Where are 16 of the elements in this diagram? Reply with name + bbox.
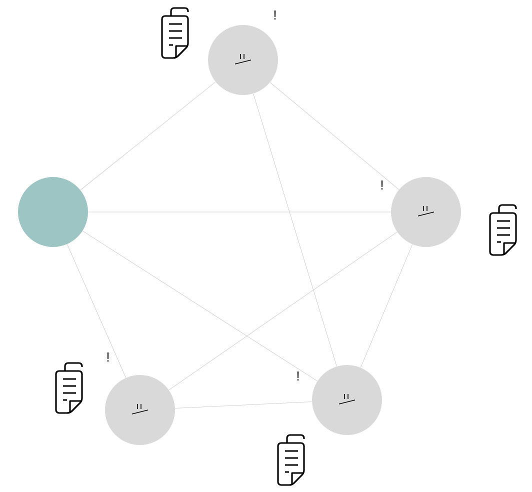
connector-line	[253, 93, 337, 367]
connector-line	[168, 232, 398, 390]
circle-node	[105, 375, 175, 445]
connector-line	[80, 82, 216, 190]
connector-line	[82, 230, 318, 382]
connector-line	[360, 244, 413, 368]
exclamation-mark: !	[107, 352, 109, 362]
circle-node	[312, 365, 382, 435]
circle-node	[18, 177, 88, 247]
circle-node	[391, 177, 461, 247]
connector-line	[270, 82, 400, 190]
exclamation-mark: !	[297, 372, 299, 380]
exclamation-mark: !	[381, 180, 383, 190]
connector-line	[174, 401, 312, 409]
circle-node	[208, 25, 278, 95]
connector-line	[66, 244, 126, 378]
